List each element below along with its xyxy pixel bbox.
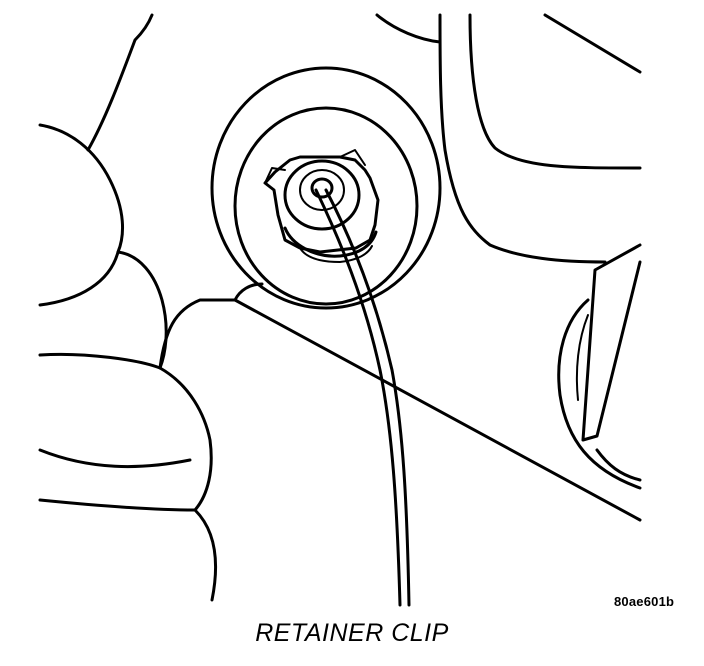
body-top-edge: [158, 298, 642, 522]
right-grommet-outer: [557, 298, 642, 490]
mounting-boss-inner-ring: [233, 106, 419, 306]
retainer-clip-center-hole: [310, 177, 334, 199]
figure-reference-code: 80ae601b: [614, 594, 675, 609]
mounting-boss-outer-ring: [210, 66, 442, 310]
retainer-clip-tab-left: [264, 167, 286, 184]
retainer-clip-inner-ring: [299, 169, 345, 211]
upper-diagonal-line: [543, 13, 642, 74]
right-bracket-outline: [581, 243, 642, 442]
housing-edge-left: [438, 13, 607, 264]
pry-tool-left-edge: [314, 188, 402, 607]
left-cylinder-top: [38, 123, 124, 254]
pry-tool-right-edge: [324, 188, 411, 607]
left-cylinder-edge: [38, 448, 192, 469]
retainer-clip-tab-right: [339, 149, 366, 166]
callout-label: RETAINER CLIP: [255, 619, 449, 647]
right-grommet-lower: [595, 448, 642, 482]
housing-edge-right: [468, 13, 642, 170]
right-grommet-inner: [575, 314, 589, 401]
left-cylinder-band-3: [38, 498, 218, 602]
body-lip: [233, 282, 264, 302]
left-cylinder-band-2: [38, 352, 213, 512]
upper-panel-outline: [86, 13, 154, 152]
retainer-clip-collar: [283, 159, 361, 231]
retainer-clip-base-lower: [299, 245, 373, 263]
upper-housing-curve: [375, 13, 442, 44]
left-cylinder-band-1: [38, 250, 168, 370]
retainer-clip-base: [283, 226, 378, 258]
